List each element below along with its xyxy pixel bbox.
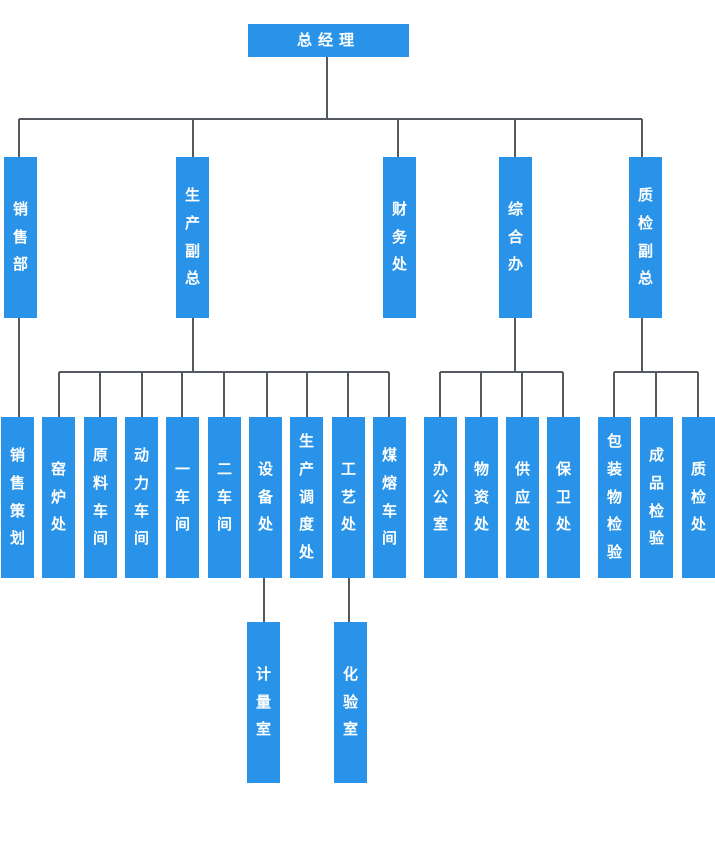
node-production-dispatch: 生产调度处 (290, 417, 323, 578)
node-label: 质检处 (690, 459, 706, 534)
node-label: 化验室 (342, 664, 358, 739)
node-packaging-inspection: 包装物检验 (598, 417, 631, 578)
node-production-vp: 生产副总 (176, 157, 209, 318)
node-equipment: 设备处 (249, 417, 282, 578)
node-workshop-2: 二车间 (208, 417, 241, 578)
node-sales-planning: 销售策划 (1, 417, 34, 578)
node-materials: 物资处 (465, 417, 498, 578)
node-kiln: 窑炉处 (42, 417, 75, 578)
node-quality-inspection: 质检处 (682, 417, 715, 578)
node-finance: 财务处 (383, 157, 416, 318)
node-label: 动力车间 (133, 446, 149, 548)
node-label: 煤熔车间 (381, 446, 397, 548)
node-label: 财务处 (391, 199, 407, 274)
node-process: 工艺处 (332, 417, 365, 578)
node-label: 工艺处 (340, 459, 356, 534)
node-label: 计量室 (255, 664, 271, 739)
node-label: 成品检验 (648, 446, 664, 548)
node-metrology: 计量室 (247, 622, 280, 783)
node-label: 原料车间 (92, 446, 108, 548)
node-label: 二车间 (216, 459, 232, 534)
node-product-inspection: 成品检验 (640, 417, 673, 578)
node-coal-melting-workshop: 煤熔车间 (373, 417, 406, 578)
node-label: 包装物检验 (606, 432, 622, 562)
node-label: 一车间 (174, 459, 190, 534)
node-label: 保卫处 (555, 459, 571, 534)
node-label: 设备处 (257, 459, 273, 534)
node-general-office: 综合办 (499, 157, 532, 318)
node-quality-vp: 质检副总 (629, 157, 662, 318)
node-label: 供应处 (514, 459, 530, 534)
node-label: 销售部 (12, 199, 28, 274)
node-general-manager: 总经理 (248, 24, 409, 57)
node-label: 生产副总 (184, 186, 200, 288)
node-label: 质检副总 (637, 186, 653, 288)
node-office: 办公室 (424, 417, 457, 578)
node-raw-material-workshop: 原料车间 (84, 417, 117, 578)
node-label: 销售策划 (9, 446, 25, 548)
node-lab: 化验室 (334, 622, 367, 783)
node-label: 办公室 (432, 459, 448, 534)
node-supply: 供应处 (506, 417, 539, 578)
node-power-workshop: 动力车间 (125, 417, 158, 578)
node-label: 总经理 (296, 31, 360, 49)
node-label: 物资处 (473, 459, 489, 534)
node-label: 生产调度处 (298, 432, 314, 562)
node-workshop-1: 一车间 (166, 417, 199, 578)
node-label: 综合办 (507, 199, 523, 274)
node-security: 保卫处 (547, 417, 580, 578)
node-label: 窑炉处 (50, 459, 66, 534)
node-sales: 销售部 (4, 157, 37, 318)
